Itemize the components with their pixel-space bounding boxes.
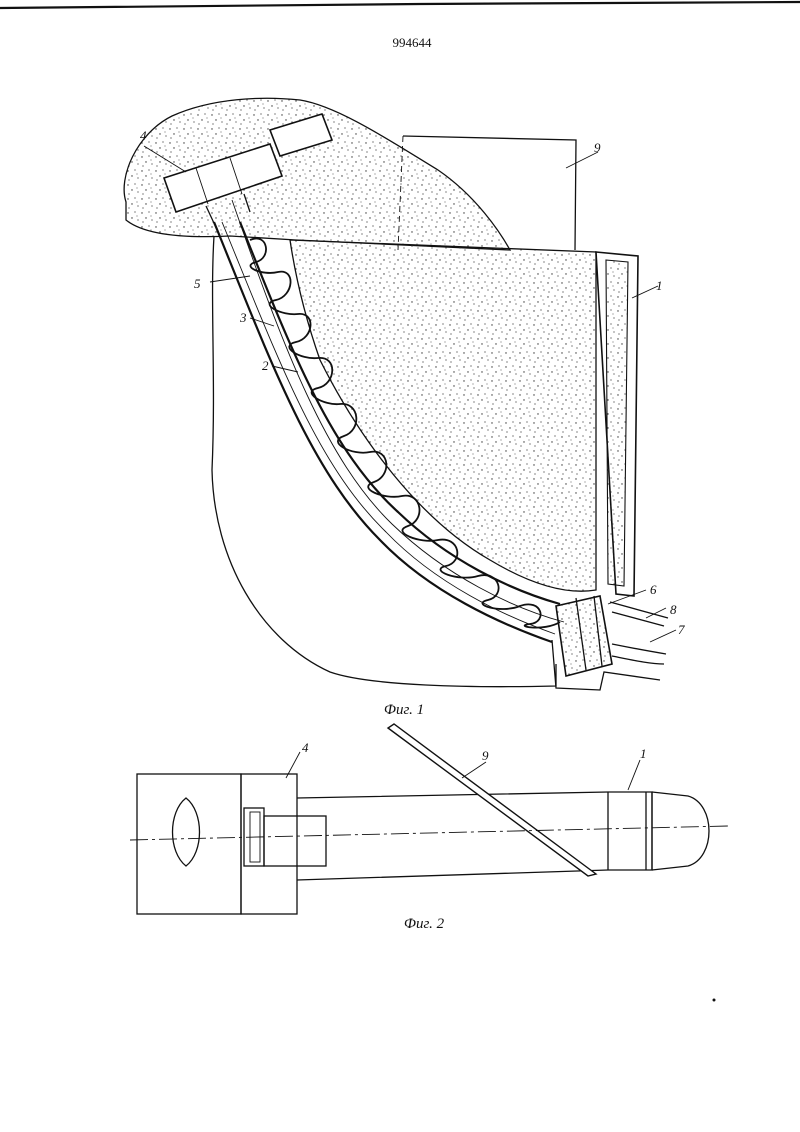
outlet-base	[551, 639, 661, 691]
leader-5	[209, 275, 251, 283]
tube-2-outer-wall	[212, 221, 553, 644]
nose-cap	[651, 791, 710, 871]
leader-fig2-4	[285, 751, 301, 779]
patent-number: 994644	[393, 35, 433, 50]
leader-3	[249, 317, 275, 327]
auger-shaft-5	[231, 199, 565, 623]
label-3: 3	[239, 310, 247, 325]
label-6: 6	[650, 582, 657, 597]
drive-4-neck	[205, 193, 251, 237]
scan-speck	[712, 998, 716, 1002]
nozzle-6-ribs	[575, 595, 603, 671]
sand-heap	[123, 97, 512, 251]
label-fig2-4: 4	[302, 740, 309, 755]
center-line	[129, 825, 729, 841]
label-fig2-1: 1	[640, 746, 647, 761]
leader-4	[143, 145, 187, 173]
leader-1	[631, 285, 659, 299]
leader-fig2-1	[627, 759, 641, 791]
label-1: 1	[656, 278, 663, 293]
label-5: 5	[194, 276, 201, 291]
drive-4-plan	[240, 773, 298, 915]
label-8: 8	[670, 602, 677, 617]
drive-4-flange	[268, 113, 334, 157]
label-fig2-9: 9	[482, 748, 489, 763]
wall-1-plan-lines	[607, 792, 653, 870]
drive-4-ribs	[195, 157, 243, 205]
label-7: 7	[678, 622, 685, 637]
label-4: 4	[140, 128, 147, 143]
figure-2: 4 9 1 Фиг. 2	[129, 723, 729, 932]
outlet-7	[611, 643, 667, 665]
label-2: 2	[262, 358, 269, 373]
figure-2-caption: Фиг. 2	[404, 916, 445, 932]
page-top-edge	[0, 0, 800, 10]
leader-6	[607, 589, 647, 605]
leader-7	[649, 629, 677, 643]
figure-1-caption: Фиг. 1	[384, 702, 424, 718]
leader-8	[645, 607, 667, 619]
nozzle-6-housing	[555, 595, 613, 678]
label-9: 9	[594, 140, 601, 155]
hopper-sand-fill	[289, 239, 597, 592]
drive-housing-block	[136, 773, 242, 915]
leader-9	[565, 151, 599, 169]
tube-body-plan	[296, 791, 653, 881]
drive-4-body	[162, 143, 284, 214]
wall-1-inner	[605, 259, 629, 587]
chamber-outer-contour	[211, 235, 557, 688]
leader-fig2-9	[461, 761, 487, 779]
tube-2-inner-wall	[238, 221, 561, 606]
figure-1: 4 9 5 3 2 1 6 8 7 Фиг. 1	[123, 97, 685, 718]
pipe-8	[609, 601, 669, 627]
bar-9-plan	[386, 723, 598, 877]
leader-2	[271, 365, 299, 373]
shaft-stub	[263, 815, 327, 867]
bin-9-outline	[402, 135, 577, 251]
sight-window	[171, 797, 201, 867]
